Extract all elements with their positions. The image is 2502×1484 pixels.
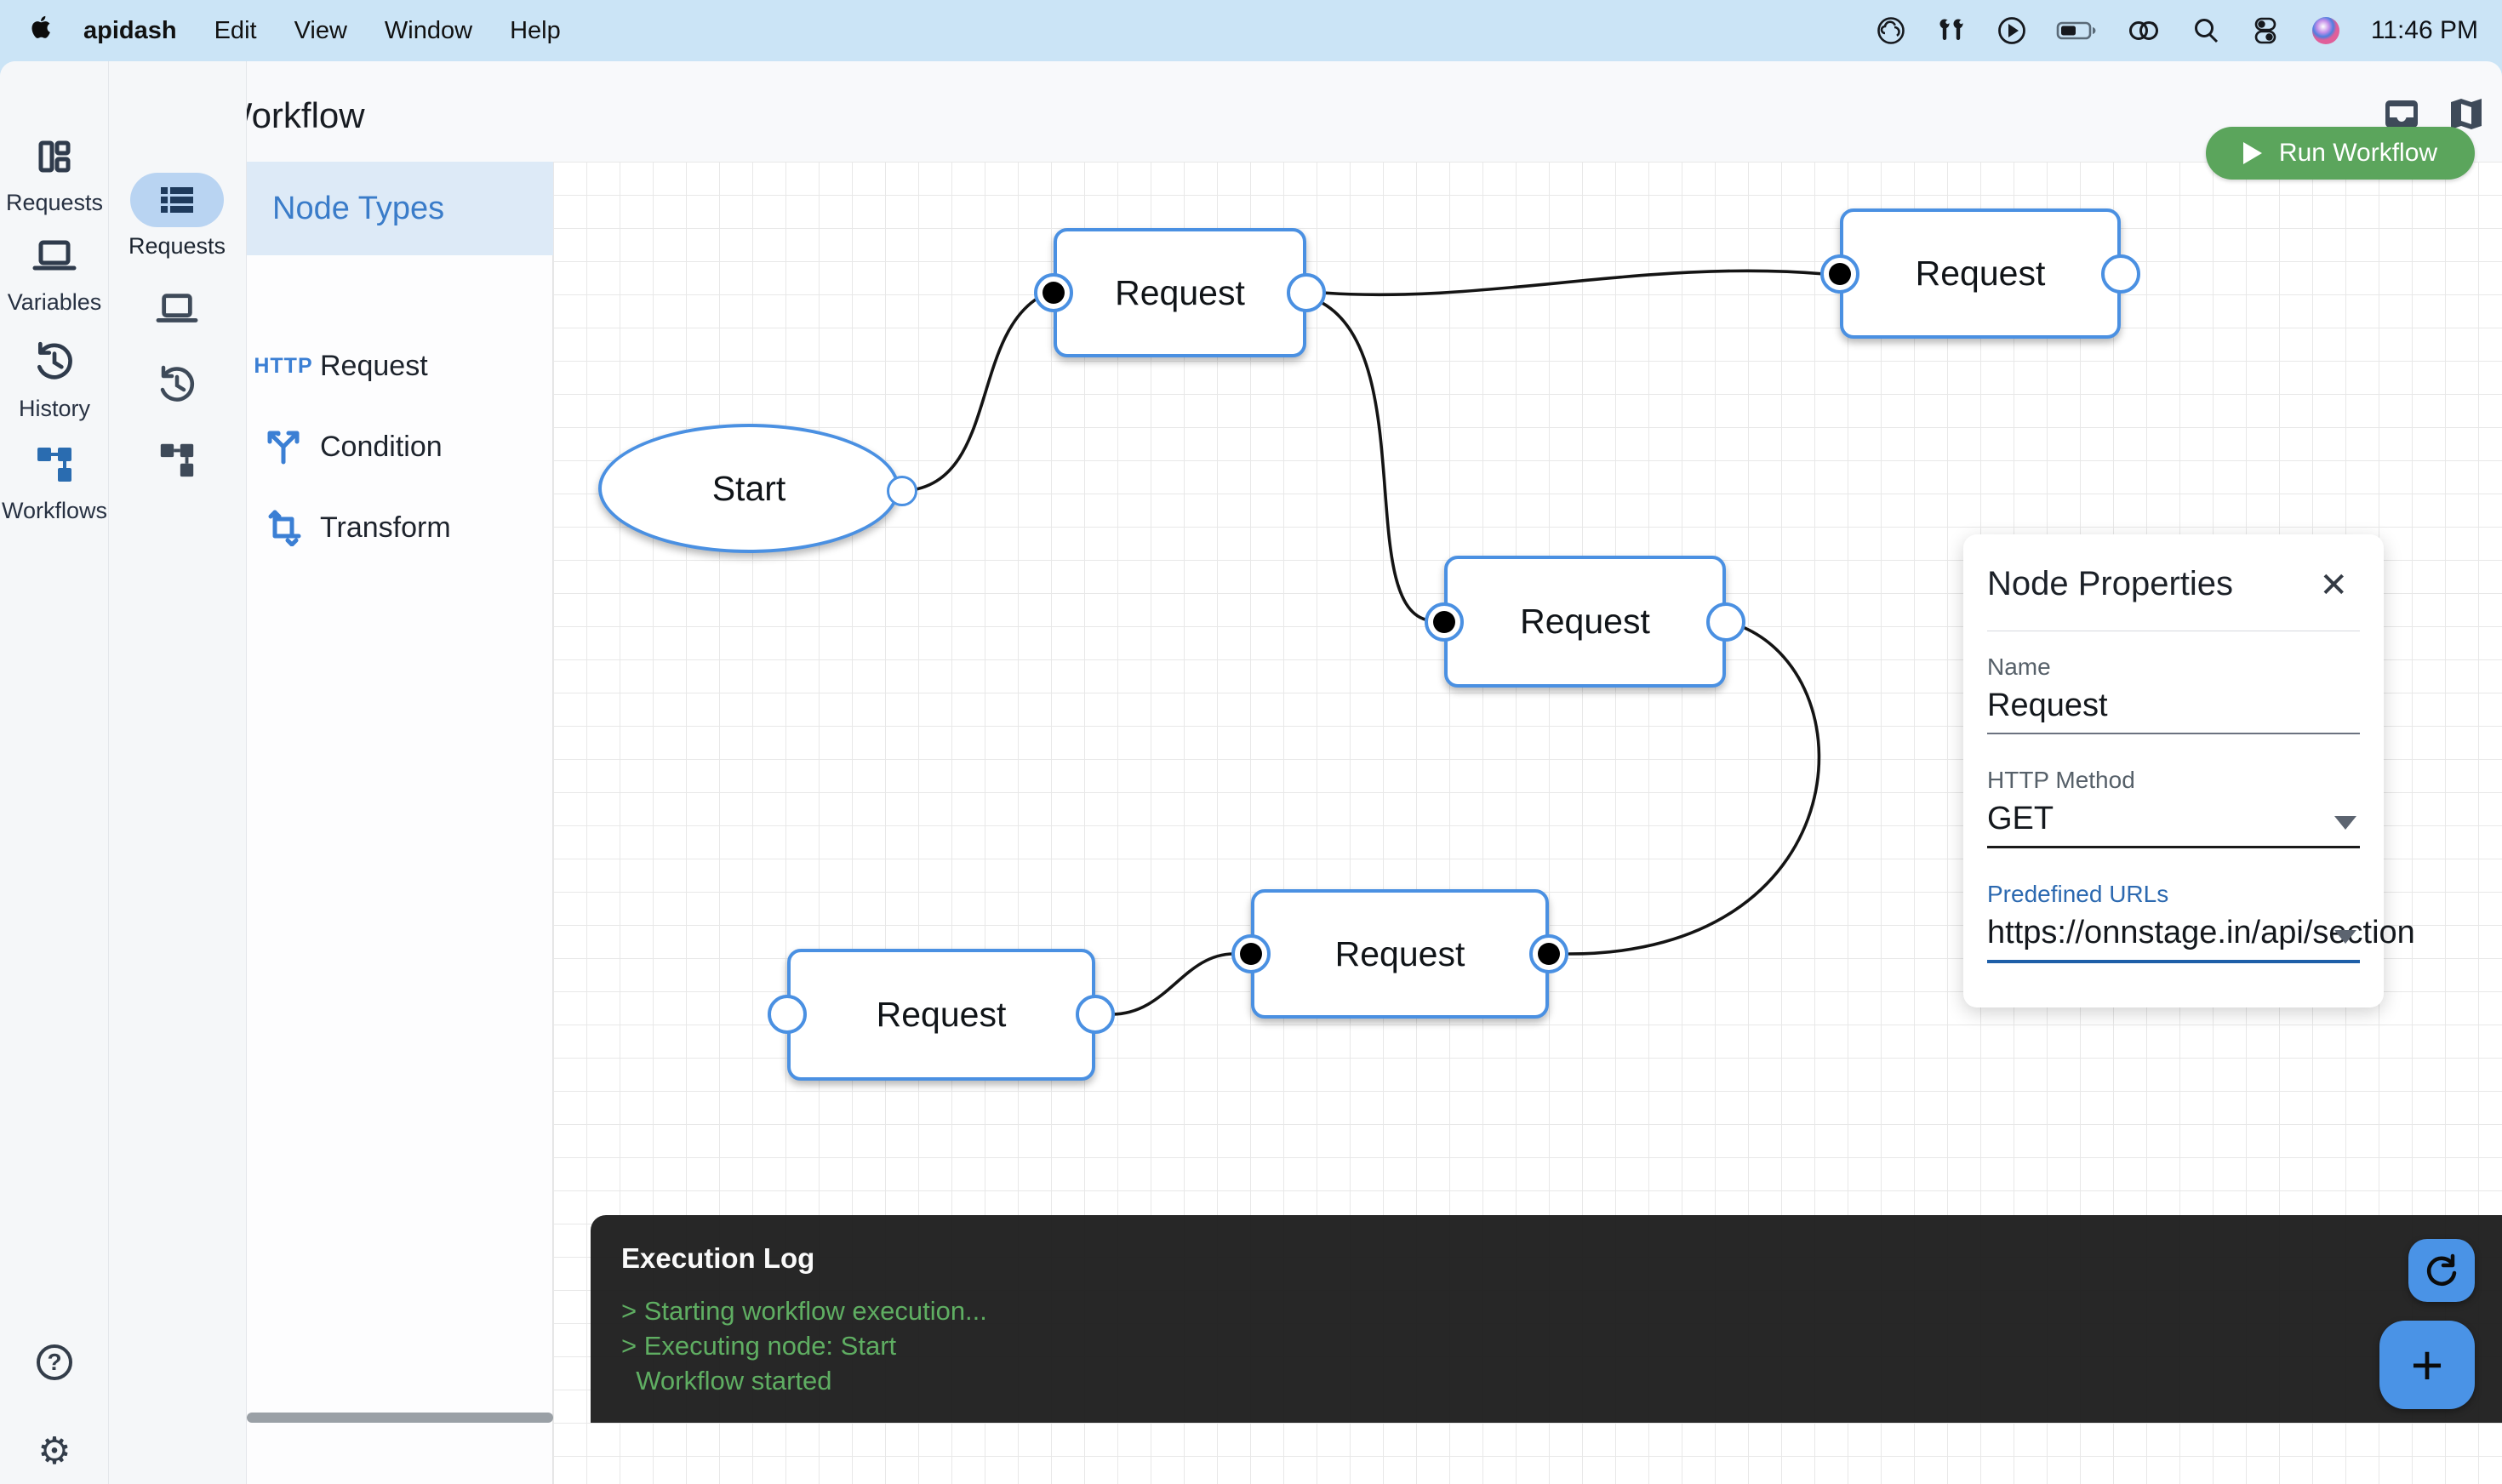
help-button[interactable]: ? (0, 1344, 109, 1380)
node-request-top[interactable]: Request (1054, 228, 1306, 357)
http-badge-icon: HTTP (254, 353, 313, 378)
sidebar-label-history: History (18, 396, 90, 421)
subrail-history-button[interactable] (109, 364, 245, 405)
airpods-icon[interactable] (1935, 15, 1968, 46)
node-request-middle[interactable]: Request (1444, 556, 1726, 688)
chevron-down-icon (2334, 816, 2356, 830)
gear-icon: ⚙ (37, 1430, 71, 1472)
menu-window[interactable]: Window (384, 16, 473, 44)
http-method-select[interactable]: GET (1987, 801, 2360, 848)
port-request-topright-input[interactable] (1820, 254, 1859, 294)
sidebar-item-workflows[interactable]: Workflows (0, 442, 109, 524)
battery-icon[interactable] (2056, 15, 2097, 46)
port-request-top-output[interactable] (1287, 273, 1326, 312)
port-request-middle-output[interactable] (1706, 602, 1745, 642)
list-icon (161, 187, 193, 213)
play-circle-icon[interactable] (1996, 15, 2027, 46)
inbox-tray-icon[interactable] (2381, 94, 2422, 139)
node-types-title: Node Types (272, 190, 445, 226)
node-types-header: Node Types (247, 162, 553, 255)
creative-cloud-icon[interactable] (1876, 15, 1906, 46)
name-label: Name (1987, 654, 2051, 680)
linked-rings-icon[interactable] (2126, 15, 2162, 46)
subrail-workflows-button[interactable] (109, 439, 245, 480)
menu-edit[interactable]: Edit (214, 16, 257, 44)
port-start-output[interactable] (887, 476, 917, 506)
port-request-bottomleft-output[interactable] (1076, 995, 1115, 1034)
subrail-requests-active[interactable] (130, 173, 224, 227)
help-icon: ? (37, 1344, 72, 1380)
node-type-condition[interactable]: Condition (247, 417, 553, 477)
chevron-down-icon (2334, 930, 2356, 944)
http-method-label: HTTP Method (1987, 767, 2135, 793)
node-start[interactable]: Start (598, 424, 900, 553)
menu-app-name[interactable]: apidash (83, 16, 177, 44)
subrail-requests-label: Requests (128, 233, 226, 259)
refresh-icon (2426, 1253, 2457, 1286)
settings-button[interactable]: ⚙ (0, 1430, 109, 1473)
siri-icon[interactable] (2310, 14, 2342, 47)
spotlight-search-icon[interactable] (2191, 15, 2221, 46)
name-field[interactable]: Request (1987, 688, 2360, 734)
sidebar-label-workflows: Workflows (1, 498, 108, 523)
transform-icon (247, 509, 320, 546)
node-types-panel: Node Types HTTP Request Condition Transf… (247, 162, 553, 1484)
apple-menu-icon[interactable] (29, 13, 54, 49)
horizontal-scrollbar[interactable] (247, 1413, 553, 1423)
sidebar-item-variables[interactable]: Variables (0, 236, 109, 316)
subrail-variables-button[interactable] (109, 289, 245, 328)
laptop-icon (156, 294, 198, 322)
secondary-sidebar: Requests (109, 61, 247, 1484)
port-request-top-input[interactable] (1034, 273, 1073, 312)
refresh-log-button[interactable] (2408, 1239, 2475, 1302)
node-type-transform[interactable]: Transform (247, 498, 553, 557)
menu-bar: apidash Edit View Window Help 11:46 PM (0, 0, 2502, 61)
add-node-button[interactable]: + (2379, 1321, 2475, 1409)
history-icon (160, 365, 195, 402)
port-request-middle-input[interactable] (1425, 602, 1464, 642)
node-properties-title: Node Properties (1987, 565, 2234, 602)
primary-sidebar: Requests Variables History Workflows ? ⚙ (0, 61, 109, 1484)
node-request-bottom-middle[interactable]: Request (1251, 889, 1549, 1019)
control-center-icon[interactable] (2250, 15, 2281, 46)
node-type-request[interactable]: HTTP Request (247, 336, 553, 396)
port-request-bottommiddle-input[interactable] (1231, 934, 1271, 973)
predefined-urls-select[interactable]: https://onnstage.in/api/section (1987, 915, 2415, 963)
sidebar-item-history[interactable]: History (0, 340, 109, 422)
node-properties-panel: Node Properties ✕ Name Request HTTP Meth… (1963, 534, 2415, 1007)
port-request-topright-output[interactable] (2101, 254, 2140, 294)
close-icon[interactable]: ✕ (2319, 567, 2348, 604)
play-icon (2242, 142, 2262, 164)
menu-help[interactable]: Help (510, 16, 561, 44)
plus-icon: + (2410, 1333, 2444, 1396)
sidebar-label-requests: Requests (5, 190, 104, 215)
execution-log-lines: > Starting workflow execution... > Execu… (621, 1296, 987, 1396)
node-request-bottom-left[interactable]: Request (787, 949, 1095, 1081)
branch-icon (247, 428, 320, 465)
execution-log-title: Execution Log (621, 1242, 815, 1274)
run-workflow-button[interactable]: Run Workflow (2206, 127, 2475, 180)
sidebar-label-variables: Variables (7, 289, 102, 315)
map-icon[interactable] (2446, 94, 2487, 139)
menu-view[interactable]: View (294, 16, 347, 44)
menu-clock: 11:46 PM (2370, 16, 2478, 44)
sidebar-item-requests[interactable]: Requests (0, 136, 109, 216)
node-request-top-right[interactable]: Request (1840, 208, 2121, 339)
port-request-bottommiddle-output[interactable] (1529, 934, 1568, 973)
port-request-bottomleft-input[interactable] (768, 995, 807, 1034)
execution-log-panel: Execution Log > Starting workflow execut… (591, 1215, 2502, 1423)
workflow-icon (160, 443, 194, 477)
predefined-urls-label: Predefined URLs (1987, 881, 2169, 907)
